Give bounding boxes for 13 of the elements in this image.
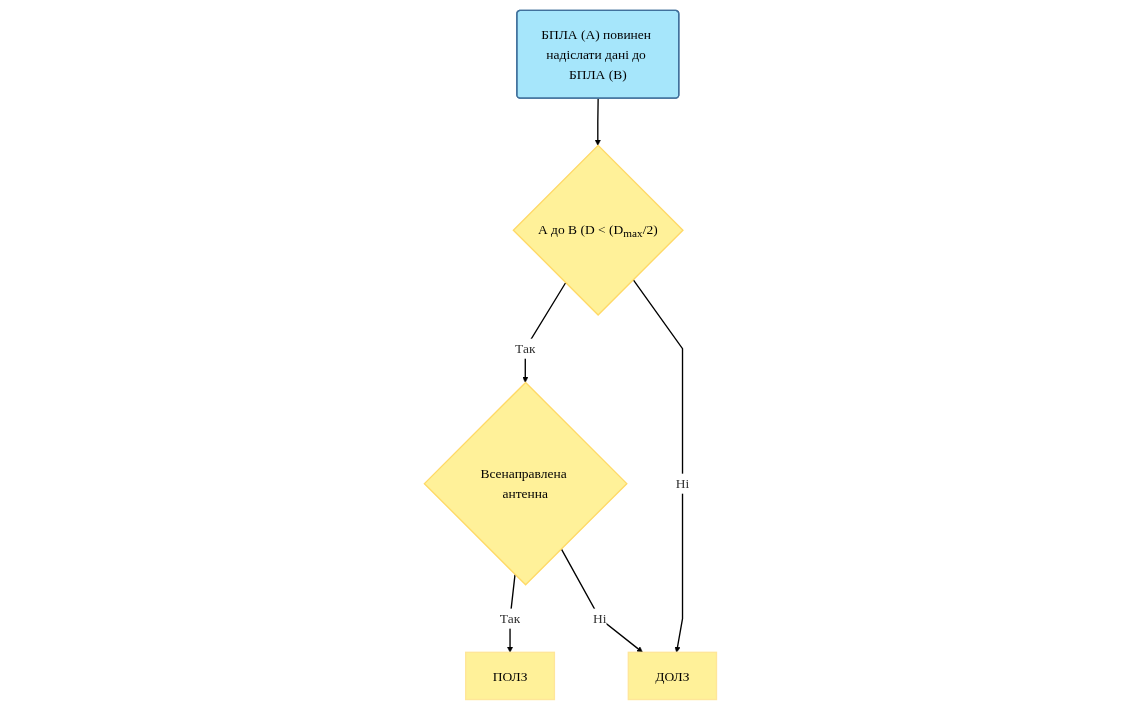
arrow — [632, 278, 683, 653]
arrow — [560, 547, 643, 653]
arrow — [506, 573, 516, 653]
node-box: ПОЛЗ — [464, 651, 555, 700]
node-diamond: А до В (D < (D$_{max}$/2) — [511, 143, 684, 316]
edge-label: Так — [514, 340, 536, 356]
arrow — [521, 281, 566, 383]
edge-label: Так — [499, 610, 520, 626]
edge-label: Ні — [592, 610, 607, 626]
arrow — [594, 97, 601, 146]
node-diamond: Всенаправлена антенна — [423, 381, 628, 586]
edge-label: Ні — [675, 475, 689, 491]
node-box: ДОЛЗ — [627, 651, 717, 700]
